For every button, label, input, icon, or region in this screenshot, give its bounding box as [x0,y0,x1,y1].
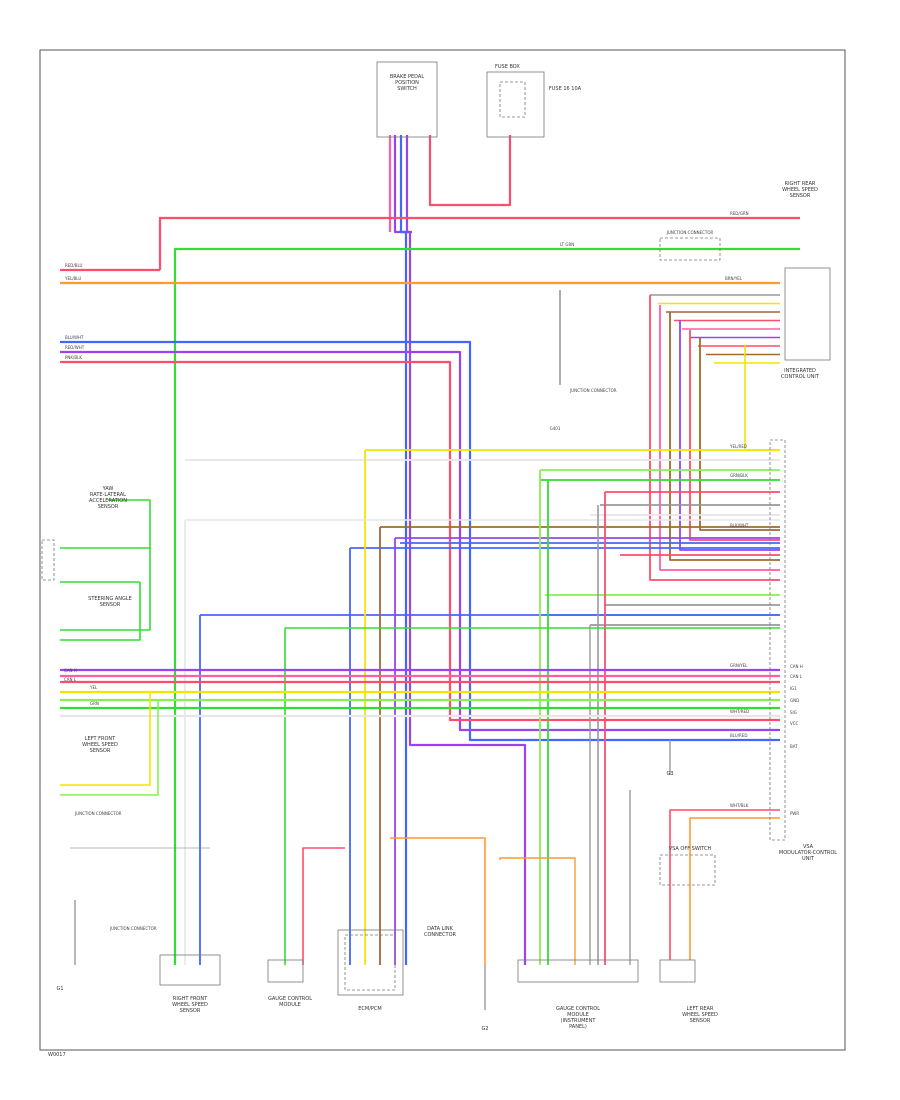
gauge-panel-box [517,959,639,983]
wl-7: LT GRN [560,242,574,247]
fuse-16-box [499,81,526,118]
wire-red [649,295,780,581]
wire-pink [659,305,780,571]
fuse-block-box [486,71,545,138]
wire-brown [669,312,780,561]
ecm-label: ECM/PCM [358,1006,381,1012]
wire-green [173,247,800,965]
wire-green [60,499,151,549]
vsa-off-label: VSA OFF SWITCH [669,846,712,852]
wl-17: GRN [90,701,99,706]
components-layer [39,49,846,1051]
wl-2: YEL/BLU [64,276,81,281]
g3-label: G3 [666,771,673,777]
pl-7: BAT [790,744,798,749]
yaw-sensor-pins [41,539,55,581]
wire-violet [60,350,780,732]
wl-11: BLK/WHT [730,523,749,528]
wire-violet [393,135,527,965]
left-rear-box [659,959,696,983]
pl-8: PWR [790,811,799,816]
wire-orange [689,817,780,960]
junction-c-label: JUNCTION CONNECTOR [74,811,122,816]
wire-yellow [60,692,151,786]
wire-blue [399,135,408,965]
wire-red [158,216,800,270]
vsa-off-box [659,854,716,886]
integrated-control-box [784,267,831,361]
pl-10: CAN L [64,677,77,682]
g401-label: G401 [550,426,561,431]
wire-red [60,360,780,722]
vsa-modulator-pins [769,439,786,841]
wire-violet [679,320,780,551]
pl-5: SIG [790,710,797,715]
wire-orange [390,837,486,860]
rf-sensor-box [159,954,221,986]
wire-orange [499,857,576,965]
wire-green [60,582,141,641]
pl-2: CAN L [790,674,803,679]
wire-red [689,330,780,541]
junction-b-label: JUNCTION CONNECTOR [569,388,617,393]
wl-12: GRN/YEL [730,663,748,668]
wl-16: YEL [89,685,98,690]
wire-green [60,548,151,631]
wl-4: RED/WHT [65,345,85,350]
brake-switch-box [376,61,438,138]
ecm-box [337,929,404,996]
wire-ltgreen [60,700,159,796]
wire-brown [699,338,780,531]
wire-red [302,847,345,965]
junction-a-label: JUNCTION CONNECTOR [666,230,714,235]
page-tag: W0017 [48,1052,66,1058]
wl-5: PNK/BLK [65,355,82,360]
wl-6: RED/GRN [730,211,749,216]
wire-yellow [744,345,780,451]
wl-8: BRN/YEL [725,276,743,281]
g1-label: G1 [56,986,63,992]
wl-15: WHT/BLK [730,803,749,808]
wire-red [428,135,512,207]
wire-blue [60,340,780,742]
wl-1: RED/BLU [65,263,83,268]
pl-9: CAN H [64,668,77,673]
g2-label: G2 [481,1026,488,1032]
fuse-16-label: FUSE 16 10A [549,86,582,92]
wire-violet [405,135,412,234]
gauge-control-box [267,959,304,983]
pl-4: GND [790,698,799,703]
pl-1: CAN H [790,664,803,669]
wire-red [669,809,780,960]
pl-3: IG1 [790,686,797,691]
wl-3: BLU/WHT [65,335,84,340]
junction-d-label: JUNCTION CONNECTOR [109,926,157,931]
wl-14: BLU/RED [730,733,747,738]
wl-13: WHT/RED [730,709,749,714]
pl-6: VCC [790,721,799,726]
wl-9: YEL/RED [729,444,747,449]
wl-10: GRN/BLK [730,473,748,478]
ecm-inner [344,934,396,991]
junction-a-box [659,237,721,261]
diagram-frame [39,49,846,1051]
wires-layer [60,135,800,1010]
fuse-block-label: FUSE BOX [495,64,520,70]
